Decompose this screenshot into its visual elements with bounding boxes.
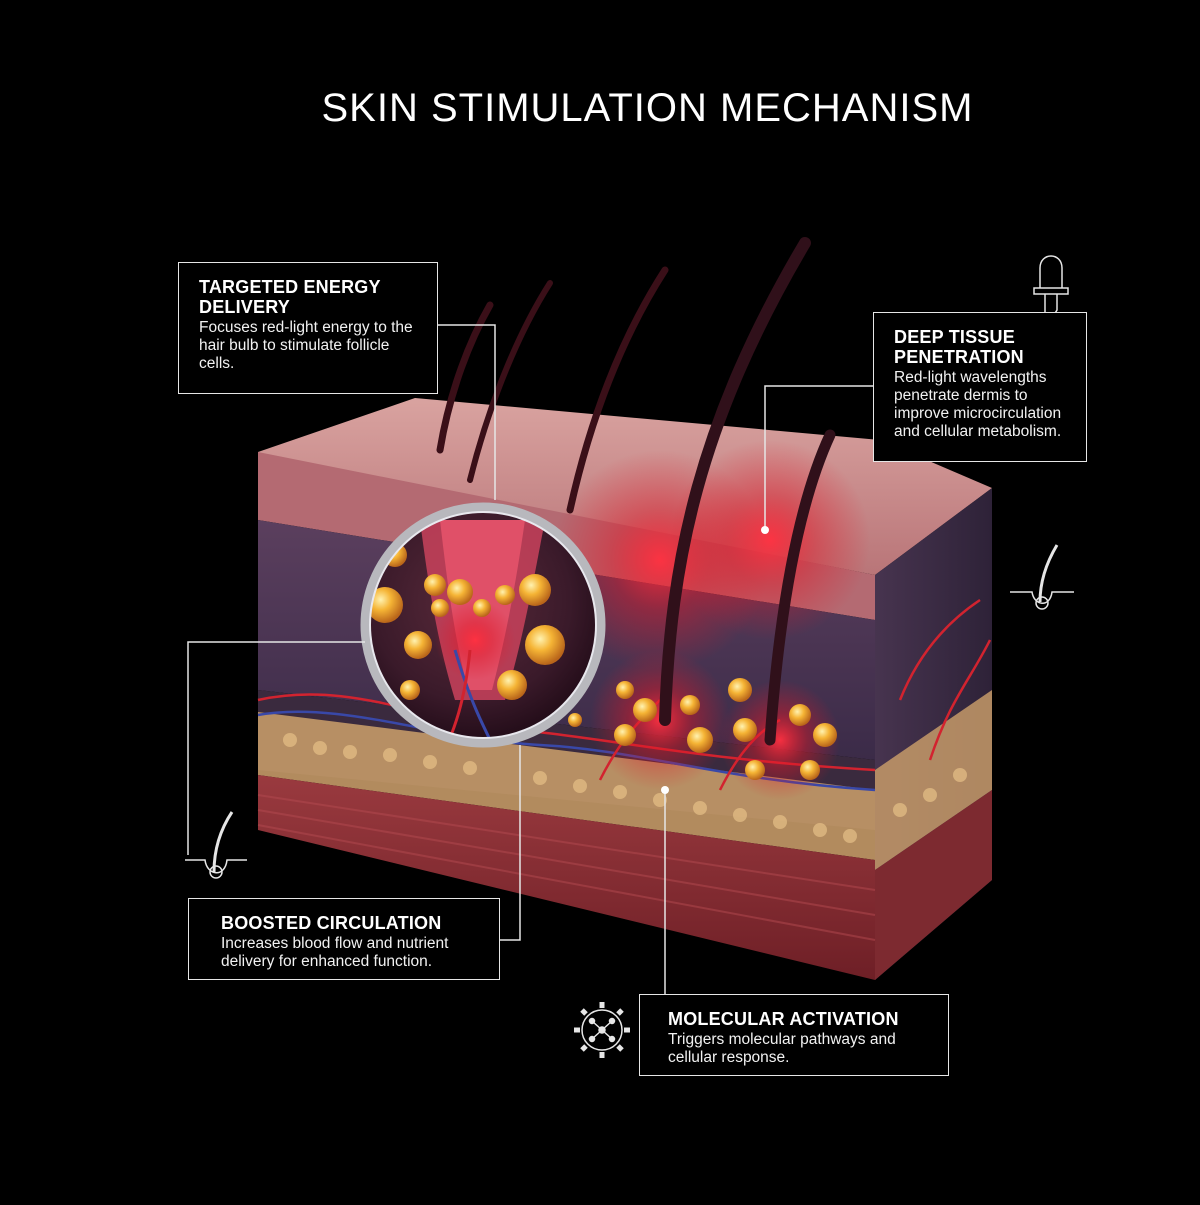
callout-title: TARGETED ENERGY DELIVERY <box>199 277 381 317</box>
side-muscle-layer <box>875 790 992 980</box>
callout-connectors <box>187 324 873 995</box>
follicle-molecules <box>568 678 837 780</box>
callout-body: Triggers molecular pathways and cellular… <box>668 1031 896 1066</box>
hair-follicle-icon <box>1010 544 1074 610</box>
hair-shafts <box>436 237 836 746</box>
fat-layer <box>258 712 875 860</box>
fat-cells <box>283 733 967 843</box>
callout-deep-tissue: DEEP TISSUE PENETRATION Red-light wavele… <box>873 312 1087 462</box>
callout-title: MOLECULAR ACTIVATION <box>668 1009 899 1029</box>
magnifier-lens <box>360 502 606 748</box>
callout-body: Increases blood flow and nutrient delive… <box>221 935 449 970</box>
muscle-layer <box>258 775 875 980</box>
callout-title: DEEP TISSUE PENETRATION <box>894 327 1024 367</box>
callout-body: Red-light wavelengths penetrate dermis t… <box>894 369 1062 440</box>
side-fat-layer <box>875 690 992 870</box>
page-title: SKIN STIMULATION MECHANISM <box>321 86 974 130</box>
callout-targeted-energy: TARGETED ENERGY DELIVERY Focuses red-lig… <box>178 262 438 394</box>
muscle-fibers <box>257 794 876 941</box>
hair-follicle-icon <box>185 811 247 879</box>
callout-title: BOOSTED CIRCULATION <box>221 913 442 933</box>
callout-molecular-activation: MOLECULAR ACTIVATION Triggers molecular … <box>639 994 949 1076</box>
led-bulb-icon <box>1033 255 1069 319</box>
callout-boosted-circulation: BOOSTED CIRCULATION Increases blood flow… <box>188 898 500 980</box>
callout-body: Focuses red-light energy to the hair bul… <box>199 319 413 372</box>
connector-endpoints <box>661 526 769 794</box>
gear-molecule-icon <box>574 1002 630 1058</box>
